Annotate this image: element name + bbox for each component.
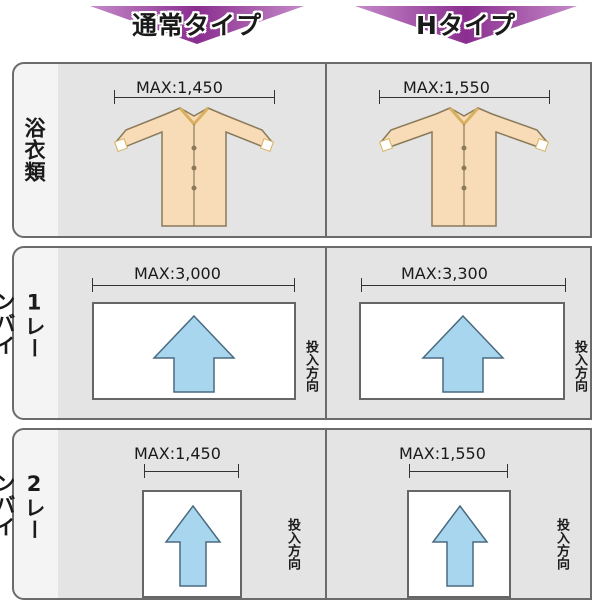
sheet-outline [407, 490, 511, 598]
sheet-outline [92, 302, 296, 400]
dim-tick [294, 278, 295, 292]
robe-icon [113, 107, 275, 227]
dim-line [92, 285, 294, 286]
header-label-h: Hタイプ [416, 11, 516, 40]
row-label-yukata: 浴衣類 [22, 117, 46, 183]
cell-1lane-h: MAX:3,300 投入方向 [325, 246, 592, 420]
cell-2lane-h: MAX:1,550 投入方向 [325, 428, 592, 600]
up-arrow-icon [421, 314, 505, 393]
dim-line [114, 97, 274, 98]
robe-icon [378, 107, 550, 227]
dim-tick [238, 464, 239, 478]
feed-direction-label: 投入方向 [303, 340, 318, 392]
feed-direction-label: 投入方向 [572, 340, 587, 392]
feed-direction-label: 投入方向 [285, 518, 300, 570]
sheet-outline [359, 302, 565, 400]
row-yukata: 浴衣類 MAX:1,450 MAX:1,550 [0, 62, 592, 238]
row-label-1lane: 1レーンバイパス [0, 290, 46, 360]
dim-line [379, 97, 549, 98]
max-width-label: MAX:1,450 [134, 444, 221, 463]
dim-tick [274, 90, 275, 104]
cell-yukata-normal: MAX:1,450 [58, 62, 327, 238]
row-2lane: 2レーンバイパス MAX:1,450 投入方向 MAX:1,550 投入方向 [0, 428, 592, 600]
dim-line [409, 471, 507, 472]
max-width-label: MAX:1,450 [136, 78, 223, 97]
max-width-label: MAX:3,300 [401, 264, 488, 283]
row-label-box: 2レーンバイパス [0, 428, 60, 600]
max-width-label: MAX:1,550 [403, 78, 490, 97]
dim-tick [565, 278, 566, 292]
cell-yukata-h: MAX:1,550 [325, 62, 592, 238]
up-arrow-icon [152, 314, 236, 393]
dim-tick [549, 90, 550, 104]
sheet-outline [142, 490, 242, 598]
up-arrow-icon [164, 504, 222, 587]
header-h: Hタイプ [355, 0, 577, 46]
header-normal: 通常タイプ [90, 0, 304, 46]
cell-2lane-normal: MAX:1,450 投入方向 [58, 428, 327, 600]
row-label-2lane: 2レーンバイパス [0, 472, 46, 541]
dim-tick [507, 464, 508, 478]
max-width-label: MAX:3,000 [134, 264, 221, 283]
banner-shape [90, 6, 304, 44]
up-arrow-icon [431, 504, 489, 587]
row-label-box: 浴衣類 [12, 62, 60, 238]
header-label-normal: 通常タイプ [131, 11, 262, 40]
feed-direction-label: 投入方向 [554, 518, 569, 570]
dim-line [361, 285, 565, 286]
row-1lane: 1レーンバイパス MAX:3,000 投入方向 MAX:3,300 投入方向 [0, 246, 592, 420]
row-label-box: 1レーンバイパス [0, 246, 60, 420]
dim-line [144, 471, 238, 472]
banner-shape [355, 6, 577, 44]
max-width-label: MAX:1,550 [399, 444, 486, 463]
cell-1lane-normal: MAX:3,000 投入方向 [58, 246, 327, 420]
